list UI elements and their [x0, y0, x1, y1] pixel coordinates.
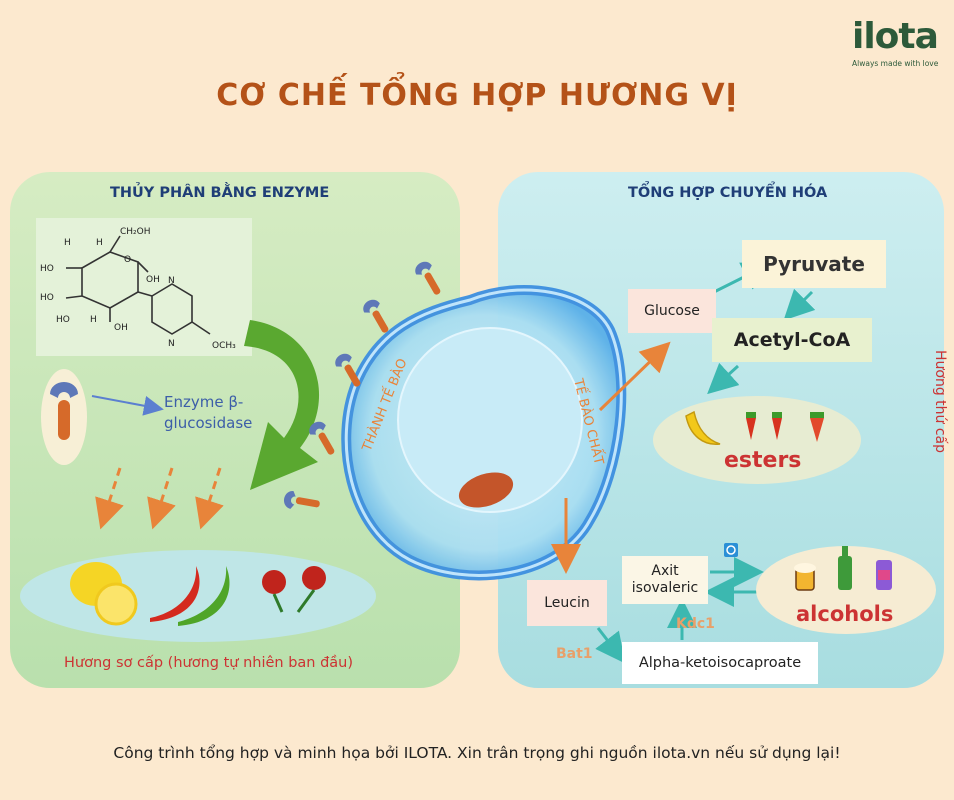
pyruvate-box: Pyruvate	[742, 240, 886, 288]
mol-label-ho-3: HO	[56, 315, 70, 325]
mol-label-h-2: H	[96, 238, 103, 248]
mol-label-h-1: H	[64, 238, 71, 248]
page-title: CƠ CHẾ TỔNG HỢP HƯƠNG VỊ	[216, 78, 738, 113]
glucose-box: Glucose	[628, 289, 716, 333]
leucin-box: Leucin	[527, 580, 607, 626]
footer-credit: Công trình tổng hợp và minh họa bởi ILOT…	[113, 744, 841, 762]
release-arrows	[95, 467, 224, 530]
cycle-icon	[724, 543, 738, 557]
rose-icon	[262, 566, 326, 613]
strawberry-icon	[746, 412, 824, 442]
chili-icon	[150, 566, 230, 626]
bat1-label: Bat1	[556, 646, 593, 662]
mol-label-o: O	[124, 255, 131, 265]
primary-aroma-ellipse	[20, 550, 376, 642]
mol-label-ho-2: HO	[40, 293, 54, 303]
molecule-box	[36, 218, 252, 356]
isovaleric-line1: Axit	[651, 563, 679, 579]
mol-label-n-2: N	[168, 339, 175, 349]
esters-label: esters	[724, 448, 802, 473]
beer-icon	[794, 563, 816, 591]
banana-icon	[685, 410, 721, 445]
kdc1-label: Kdc1	[676, 616, 715, 632]
alcohols-label: alcohols	[796, 602, 894, 626]
left-panel-heading: THỦY PHÂN BẰNG ENZYME	[110, 185, 330, 201]
lemon-icon	[70, 562, 138, 626]
alpha-ketoisocaproate-box: Alpha-ketoisocaproate	[622, 642, 818, 684]
mol-label-n-1: N	[168, 276, 175, 286]
glucoside-molecule-icon	[65, 235, 211, 335]
cell	[341, 285, 627, 581]
isovaleric-box: Axit isovaleric	[622, 556, 708, 604]
right-panel-heading: TỔNG HỢP CHUYỂN HÓA	[628, 185, 828, 201]
enzyme-arrow	[91, 395, 164, 416]
brand-tagline: Always made with love	[852, 59, 939, 68]
isovaleric-line2: isovaleric	[631, 580, 699, 596]
enzyme-icon	[50, 382, 78, 440]
enzyme-label-line1: Enzyme β-	[164, 393, 244, 411]
brand-name: ilota	[852, 16, 939, 57]
wall-enzyme-icons	[283, 261, 441, 509]
mol-label-h-3: H	[90, 315, 97, 325]
hydrolysis-arrow	[244, 320, 320, 490]
bottle-icon	[838, 546, 892, 590]
arrow-to-glucose	[598, 341, 671, 412]
primary-aroma-caption: Hương sơ cấp (hương tự nhiên ban đầu)	[64, 655, 354, 671]
mol-label-ch2oh: CH₂OH	[120, 227, 151, 237]
acetyl-coa-box: Acetyl-CoA	[712, 318, 872, 362]
secondary-aroma-label: Hương thứ cấp	[932, 350, 948, 454]
brand-logo: ilota	[852, 16, 939, 57]
mol-label-oh-1: OH	[146, 275, 160, 285]
enzyme-label: Enzyme β- glucosidase	[164, 392, 252, 434]
esters-ellipse	[653, 396, 861, 484]
mol-label-och3: OCH₃	[212, 341, 236, 351]
mol-label-oh-2: OH	[114, 323, 128, 333]
mol-label-ho-1: HO	[40, 264, 54, 274]
enzyme-label-line2: glucosidase	[164, 414, 253, 432]
